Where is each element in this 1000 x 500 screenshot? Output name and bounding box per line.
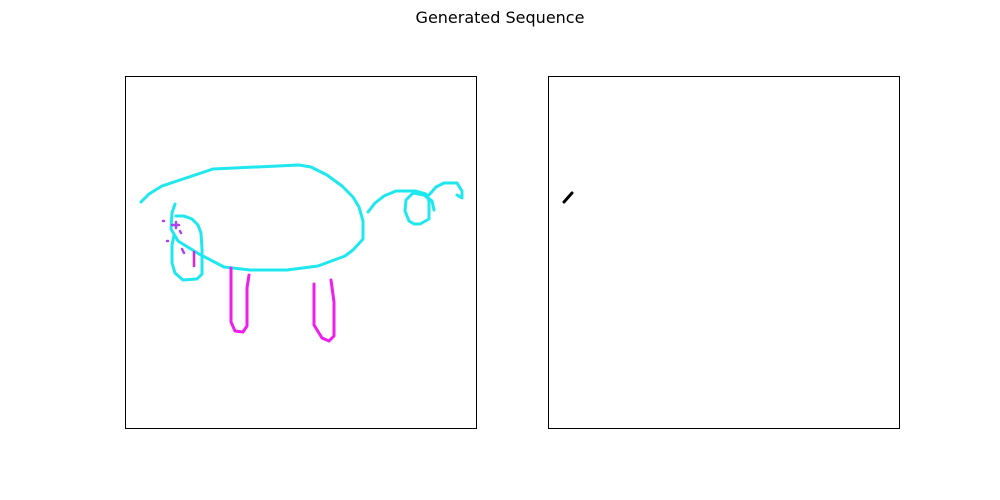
figure-title: Generated Sequence	[415, 8, 585, 27]
face-dot-strokes	[161, 219, 186, 255]
sketch-canvas-right	[562, 191, 574, 204]
sketch-canvas-left	[139, 163, 464, 343]
front-leg-stroke	[229, 266, 251, 334]
generated-sketch-panel	[125, 76, 477, 429]
first-stroke-segment	[562, 191, 574, 204]
tail-loop-stroke	[366, 189, 436, 226]
head-outline-stroke	[170, 214, 204, 282]
tail-curl-stroke	[427, 181, 464, 200]
back-leg-stroke	[312, 278, 336, 343]
body-outline-stroke	[139, 163, 365, 272]
mouth-dot	[180, 247, 186, 255]
cheek-dot	[178, 229, 183, 235]
stepwise-sketch-panel	[548, 76, 900, 429]
